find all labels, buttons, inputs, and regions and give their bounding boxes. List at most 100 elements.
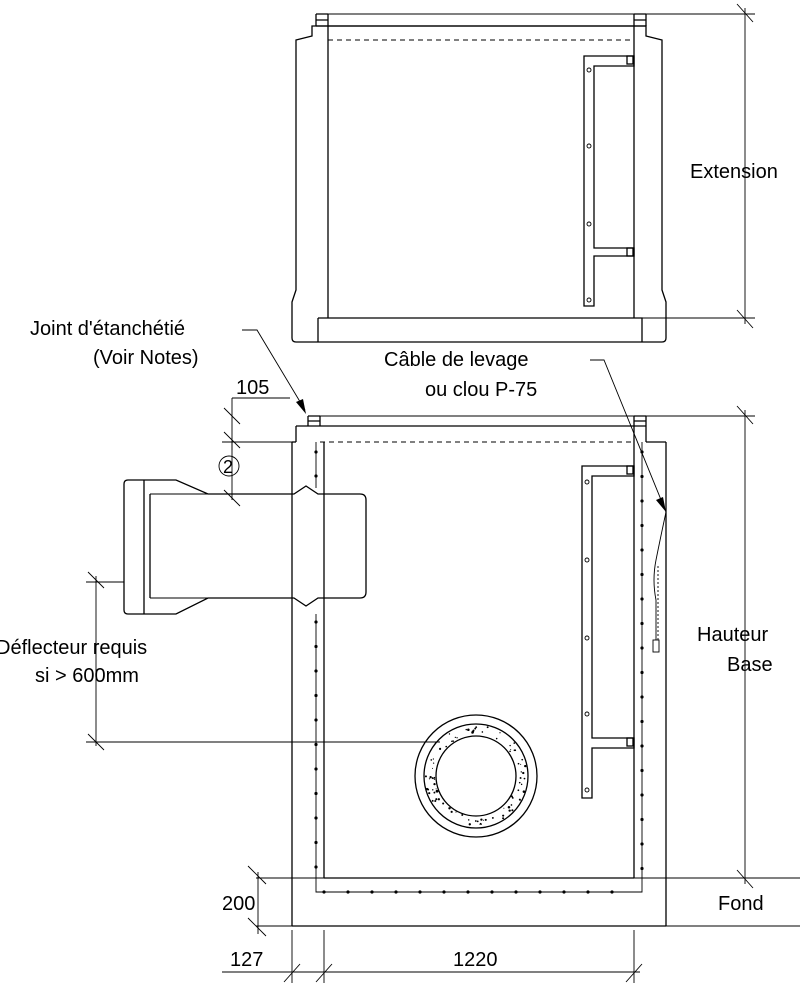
rebar-dot [640,597,644,601]
speckle-dot [461,813,464,816]
speckle-dot [451,740,453,742]
rebar-dot [640,548,644,552]
rebar-dot [640,866,644,871]
joint-leader [242,329,306,414]
speckle-dot [519,799,521,801]
speckle-dot [467,819,470,821]
extension-unit [291,13,755,343]
speckle-dot [520,783,523,786]
speckle-dot [503,807,505,809]
rebar-dots [314,450,644,894]
rebar-dot [640,572,644,577]
speckle-dot [467,728,470,732]
cable-leader [590,359,667,513]
speckle-dot [434,800,437,803]
speckle-dot [512,797,514,799]
speckle-dot [435,788,437,790]
callout-2-label: 2 [223,457,233,477]
joint-label-line2: (Voir Notes) [93,347,199,369]
speckle-dot [522,790,526,793]
rebar-dot [640,646,644,650]
speckle-dot [524,764,527,768]
rebar-dot [586,890,590,894]
speckle-dot [520,763,522,765]
speckle-dot [475,726,478,729]
rebar-dot [640,474,644,479]
speckle-dot [430,759,433,761]
outlet-concrete-speckle [424,726,527,826]
inlet-pipe [123,479,367,615]
base-unit [222,415,800,927]
deflecteur-label-line2: si > 600mm [35,665,139,687]
rebar-dot [640,744,644,748]
speckle-dot [431,777,434,780]
rebar-dot [466,890,470,894]
speckle-dot [428,778,431,780]
rebar-dot [538,890,542,894]
rebar-dot [442,890,446,894]
rebar-dot [314,816,318,820]
fond-label: Fond [718,893,764,915]
dimension-1220-label: 1220 [453,949,498,971]
rebar-dot [314,644,318,649]
rebar-dot [314,865,318,869]
rebar-dot [640,450,644,454]
speckle-dot [432,758,435,760]
speckle-dot [445,745,448,748]
deflecteur-label-line1: Déflecteur requis [0,637,147,659]
speckle-dot [507,806,511,809]
speckle-dot [435,790,439,793]
speckle-dot [480,823,482,825]
lifting-cable [652,511,667,653]
rebar-dot [314,767,318,771]
speckle-dot [442,802,445,805]
speckle-dot [484,818,487,821]
speckle-dot [509,744,511,747]
speckle-dot [491,816,494,819]
rebar-dot [640,768,644,773]
speckle-dot [438,747,442,750]
speckle-dot [502,817,505,820]
speckle-dot [465,728,467,731]
speckle-dot [521,758,524,761]
dimension-200-label: 200 [222,893,255,915]
speckle-dot [448,733,451,735]
extension-label: Extension [690,161,778,183]
base-ladder [581,465,635,799]
speckle-dot [437,798,440,801]
speckle-dot [502,814,505,817]
speckle-dot [509,750,511,753]
speckle-dot [433,783,436,786]
rebar-dot [314,620,318,624]
dimension-200 [247,865,267,937]
rebar-dot [314,669,318,673]
speckle-dot [514,749,517,752]
speckle-dot [479,823,481,825]
speckle-dot [455,811,457,813]
speckle-dot [448,807,451,810]
rebar-dot [314,791,318,796]
speckle-dot [510,804,513,806]
speckle-dot [450,810,453,813]
speckle-dot [468,823,471,826]
speckle-dot [508,809,511,812]
outlet-opening [414,714,538,838]
dimension-105-label: 105 [236,377,269,399]
speckle-dot [520,771,522,773]
speckle-dot [454,736,456,739]
speckle-dot [456,737,458,739]
speckle-dot [452,740,454,742]
dimension-105 [223,397,290,507]
rebar-dot [640,842,644,846]
rebar-dot [322,890,326,894]
speckle-dot [518,781,521,784]
rebar-dot [314,450,318,454]
rebar-dot [514,890,518,894]
speckle-dot [429,776,432,779]
speckle-dot [433,791,436,794]
speckle-dot [482,819,485,821]
rebar-dot [370,890,374,894]
speckle-dot [519,776,522,779]
rebar-dot [314,474,318,478]
